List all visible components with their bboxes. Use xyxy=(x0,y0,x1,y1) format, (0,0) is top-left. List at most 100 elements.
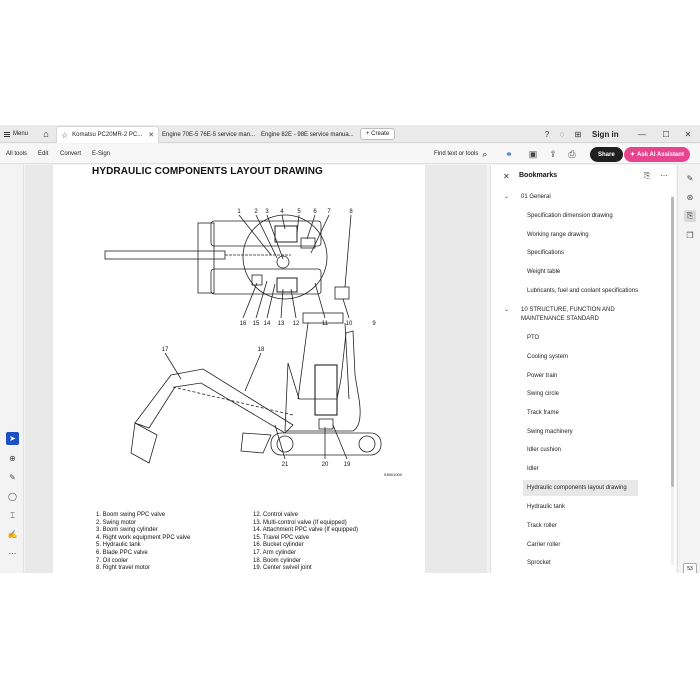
bookmark-item[interactable]: Specification dimension drawing xyxy=(527,213,613,219)
bookmark-item[interactable]: PTO xyxy=(527,335,540,341)
bookmark-item[interactable]: Sprocket xyxy=(527,560,551,566)
callout-leader xyxy=(244,352,262,392)
callout-number: 10 xyxy=(346,321,353,327)
legend-item: 13. Multi-control valve (If equipped) xyxy=(253,519,347,526)
callout-leader xyxy=(280,288,284,319)
bookmark-item[interactable]: Track roller xyxy=(527,523,557,529)
zoom-icon[interactable]: ⊕ xyxy=(9,454,16,463)
callout-number: 4 xyxy=(280,209,284,215)
callout-number: 8 xyxy=(349,209,353,215)
legend-item: 3. Boom swing cylinder xyxy=(96,527,158,534)
callout-leader xyxy=(342,298,350,319)
legend-item: 17. Arm cylinder xyxy=(253,549,297,556)
bookmark-item-selected[interactable]: Hydraulic components layout drawing xyxy=(523,480,638,496)
save-icon[interactable]: ▣ xyxy=(528,148,538,159)
apps-grid-icon[interactable]: ⊞ xyxy=(574,129,582,139)
idler-wheel xyxy=(276,435,294,453)
lower-track-side xyxy=(270,432,382,456)
callout-number: 14 xyxy=(264,321,271,327)
callout-leader xyxy=(255,214,278,259)
all-tools-menu[interactable]: All tools xyxy=(6,151,28,157)
current-page-field[interactable]: 53 xyxy=(683,563,697,573)
add-bookmark-icon[interactable]: ⎘ xyxy=(644,171,651,180)
ask-ai-assistant-button[interactable]: ✦ Ask AI Assistant xyxy=(624,147,690,162)
ai-chat-icon[interactable]: ⊛ xyxy=(686,192,694,202)
bookmark-item[interactable]: Swing machinery xyxy=(527,429,573,435)
boom-top-view xyxy=(104,250,226,260)
bookmark-panel-icon[interactable]: ⎘ xyxy=(684,210,696,222)
bookmark-item[interactable]: Lubricants, fuel and coolant specificati… xyxy=(527,288,639,294)
ppc-valve-top xyxy=(251,274,263,286)
more-options-icon[interactable]: ⋯ xyxy=(660,171,668,180)
bookmark-item[interactable]: Power train xyxy=(527,373,558,379)
bookmark-item[interactable]: Idler xyxy=(527,466,539,472)
home-icon[interactable]: ⌂ xyxy=(43,129,49,139)
pen-icon[interactable]: ✎ xyxy=(9,473,16,482)
bookmark-item[interactable]: Hydraulic tank xyxy=(527,504,566,510)
callout-number: 15 xyxy=(253,321,260,327)
bookmark-item[interactable]: Cooling system xyxy=(527,354,569,360)
canopy-roof xyxy=(302,312,344,324)
chevron-down-icon[interactable]: ⌄ xyxy=(504,307,510,313)
upload-icon[interactable]: ⇪ xyxy=(549,148,557,159)
legend-item: 4. Right work equipment PPC valve xyxy=(96,534,191,541)
pages-icon[interactable]: ❐ xyxy=(686,230,694,240)
menu-button[interactable]: Menu xyxy=(4,125,28,143)
lasso-icon[interactable]: ◯ xyxy=(8,492,17,501)
bookmarks-scroll-thumb[interactable] xyxy=(671,197,674,487)
convert-menu[interactable]: Convert xyxy=(60,151,82,157)
select-cursor-icon[interactable]: ➤ xyxy=(6,432,19,445)
ai-tools-icon[interactable]: ⚭ xyxy=(505,148,513,159)
tab-document-3[interactable]: Engine 82E - 98E service manua... xyxy=(257,126,358,143)
callout-number: 5 xyxy=(297,209,301,215)
menu-label: Menu xyxy=(13,131,29,137)
maximize-icon[interactable]: ☐ xyxy=(662,129,670,139)
bookmark-item[interactable]: ⌄ 01 General xyxy=(504,194,551,200)
esign-menu[interactable]: E-Sign xyxy=(92,151,111,157)
document-viewer[interactable]: HYDRAULIC COMPONENTS LAYOUT DRAWING xyxy=(25,165,487,573)
control-valve-top xyxy=(276,277,298,293)
sprocket-wheel xyxy=(358,435,376,453)
bookmarks-title: Bookmarks xyxy=(519,172,558,179)
edit-menu[interactable]: Edit xyxy=(38,151,49,157)
legend-item: 7. Oil cooler xyxy=(96,557,129,564)
print-icon[interactable]: ⎙ xyxy=(568,148,576,159)
help-icon[interactable]: ? xyxy=(544,129,550,139)
more-tools-icon[interactable]: ⋯ xyxy=(8,549,17,558)
minimize-icon[interactable]: — xyxy=(638,129,646,139)
close-tab-icon[interactable]: ✕ xyxy=(148,132,155,139)
tab-bar: Menu ⌂ ☆ Komatsu PC20MR-2 PC... ✕ Engine… xyxy=(0,125,700,143)
swing-motor-top xyxy=(276,255,290,269)
stamp-icon[interactable]: ✍ xyxy=(7,530,18,539)
callout-number: 13 xyxy=(278,321,285,327)
bookmark-item[interactable]: Specifications xyxy=(527,250,565,256)
callout-number: 7 xyxy=(327,209,331,215)
chevron-down-icon[interactable]: ⌄ xyxy=(504,194,510,200)
tab-document-1[interactable]: ☆ Komatsu PC20MR-2 PC... ✕ xyxy=(56,126,160,143)
bookmark-item[interactable]: Working range drawing xyxy=(527,232,589,238)
bookmark-item[interactable]: Weight table xyxy=(527,269,561,275)
callout-leader xyxy=(164,352,182,380)
find-tools-field[interactable]: Find text or tools ⌕ xyxy=(434,144,487,164)
bookmark-item[interactable]: Track frame xyxy=(527,410,559,416)
bookmark-item[interactable]: Carrier roller xyxy=(527,542,561,548)
star-icon[interactable]: ☆ xyxy=(61,130,69,140)
create-button[interactable]: + Create xyxy=(360,128,396,140)
callout-leader xyxy=(290,288,297,319)
search-icon: ⌕ xyxy=(482,148,488,159)
bookmark-item[interactable]: Swing circle xyxy=(527,391,560,397)
bell-icon[interactable]: ◌ xyxy=(559,129,565,139)
bookmark-item[interactable]: Idler cushion xyxy=(527,447,562,453)
share-button[interactable]: Share xyxy=(590,147,623,162)
sign-in-button[interactable]: Sign in xyxy=(592,129,619,139)
callout-leader xyxy=(314,282,326,319)
pdf-page: HYDRAULIC COMPONENTS LAYOUT DRAWING xyxy=(53,165,425,573)
close-window-icon[interactable]: ✕ xyxy=(684,129,692,139)
bookmark-item[interactable]: ⌄ 10 STRUCTURE, FUNCTION AND MAINTENANCE… xyxy=(504,307,615,322)
callout-leader xyxy=(238,214,272,256)
text-select-icon[interactable]: ⌶ xyxy=(10,510,15,520)
close-panel-icon[interactable]: ✕ xyxy=(503,172,510,181)
comment-icon[interactable]: ✎ xyxy=(686,173,694,183)
callout-leader xyxy=(344,214,352,288)
tab-document-2[interactable]: Engine 70E-5 76E-5 service man... xyxy=(158,126,259,143)
